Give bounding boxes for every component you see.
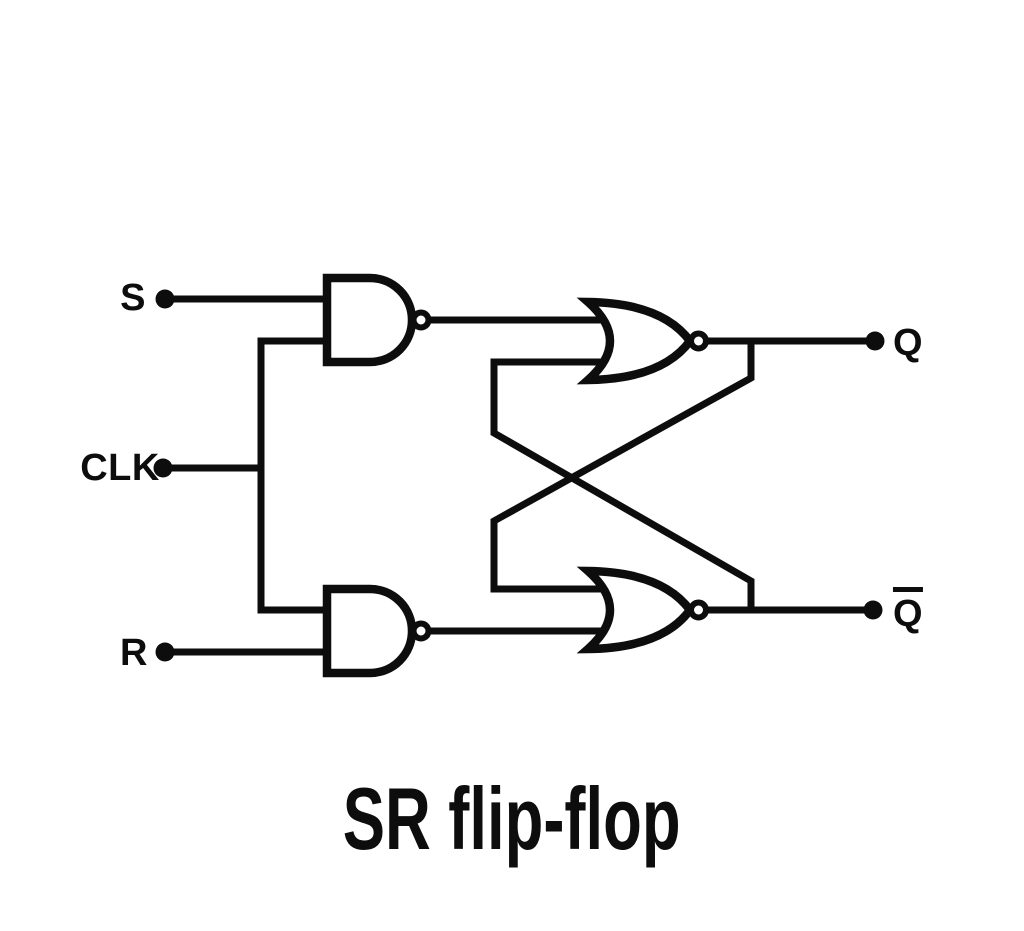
nor-gate-bottom bbox=[576, 566, 696, 654]
inverter-bubble-nand-top bbox=[410, 309, 432, 331]
wire-feedback-qbar-to-nor-top bbox=[490, 358, 755, 613]
input-label-s: S bbox=[120, 277, 146, 319]
overbar: Q bbox=[892, 587, 924, 635]
terminal-dot-s bbox=[155, 289, 175, 309]
input-label-clk: CLK bbox=[80, 447, 160, 489]
terminal-dot-qbar bbox=[863, 600, 883, 620]
title-row: SR flip-flop bbox=[0, 775, 1024, 863]
output-label-qbar-letter: Q bbox=[892, 593, 924, 635]
inverter-bubble-nor-bottom bbox=[688, 599, 709, 621]
wire-clk-branch bbox=[257, 337, 329, 614]
wire-feedback-q-to-nor-bottom bbox=[490, 338, 755, 593]
inverter-bubble-nor-top bbox=[688, 330, 709, 352]
terminal-dot-q bbox=[865, 331, 885, 351]
nand-gate-bottom bbox=[322, 584, 417, 678]
input-label-r: R bbox=[120, 632, 148, 674]
output-label-qbar: Q bbox=[892, 587, 924, 635]
diagram-title: SR flip-flop bbox=[343, 769, 681, 868]
terminal-dot-r bbox=[155, 642, 175, 662]
nor-gate-top bbox=[576, 297, 696, 385]
nand-gate-top bbox=[322, 273, 417, 367]
inverter-bubble-nand-bottom bbox=[410, 620, 432, 642]
terminal-dot-clk bbox=[153, 458, 173, 478]
output-label-q: Q bbox=[892, 322, 924, 364]
